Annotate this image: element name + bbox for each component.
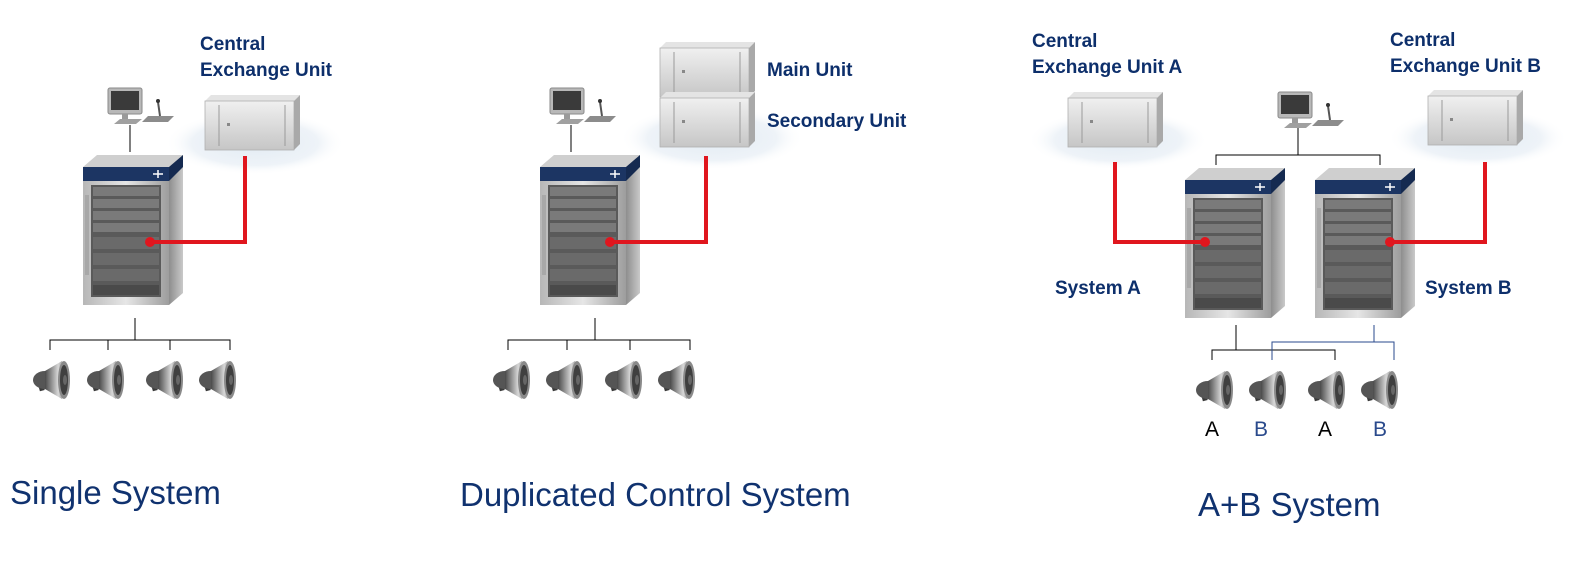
loudspeaker-icon bbox=[1361, 371, 1398, 409]
speaker-bus bbox=[49, 339, 231, 350]
signal-line bbox=[610, 156, 708, 244]
unit-b-label-line1: Central bbox=[1390, 30, 1456, 51]
exchange-unit-icon bbox=[659, 41, 756, 98]
exchange-unit-icon bbox=[1067, 91, 1164, 148]
secondary-unit-label: Secondary Unit bbox=[767, 111, 907, 132]
speaker-bus-a bbox=[1211, 349, 1336, 360]
loudspeaker-icon bbox=[1308, 371, 1345, 409]
loudspeaker-icon bbox=[1196, 371, 1233, 409]
exchange-unit-icon bbox=[1427, 89, 1524, 146]
duplicated-system-caption: Duplicated Control System bbox=[460, 476, 851, 513]
speaker-label-a1: A bbox=[1205, 418, 1220, 441]
exchange-unit-icon bbox=[659, 91, 756, 148]
signal-dot bbox=[145, 237, 155, 247]
loudspeaker-icon bbox=[605, 361, 642, 399]
speaker-label-b2: B bbox=[1373, 418, 1388, 441]
single-unit-label-line2: Exchange Unit bbox=[200, 60, 332, 81]
ab-system-group bbox=[1028, 89, 1568, 409]
loudspeaker-icon bbox=[1249, 371, 1286, 409]
loudspeaker-icon bbox=[493, 361, 530, 399]
speaker-bus-b bbox=[1271, 341, 1395, 360]
loudspeaker-icon bbox=[87, 361, 124, 399]
signal-line-b bbox=[1390, 162, 1487, 244]
station-bus bbox=[1215, 154, 1381, 165]
unit-b-label-line2: Exchange Unit B bbox=[1390, 56, 1541, 77]
loudspeaker-icon bbox=[33, 361, 70, 399]
duplicated-system-group bbox=[493, 41, 804, 399]
signal-dot bbox=[605, 237, 615, 247]
main-unit-label: Main Unit bbox=[767, 60, 853, 81]
monitor-microphone-icon bbox=[549, 87, 617, 125]
unit-a-label-line2: Exchange Unit A bbox=[1032, 57, 1183, 78]
speaker-label-b1: B bbox=[1254, 418, 1269, 441]
ab-system-caption: A+B System bbox=[1198, 486, 1381, 523]
system-a-label: System A bbox=[1055, 278, 1141, 299]
loudspeaker-icon bbox=[658, 361, 695, 399]
loudspeaker-icon bbox=[199, 361, 236, 399]
single-system-caption: Single System bbox=[10, 474, 221, 511]
speaker-bus bbox=[507, 339, 691, 350]
monitor-microphone-icon bbox=[1277, 91, 1345, 129]
monitor-microphone-icon bbox=[107, 87, 175, 125]
signal-line-a bbox=[1113, 162, 1205, 244]
signal-line bbox=[150, 156, 247, 244]
rack-cabinet-icon bbox=[539, 154, 641, 306]
unit-a-label-line1: Central bbox=[1032, 31, 1098, 52]
single-unit-label-line1: Central bbox=[200, 34, 266, 55]
exchange-unit-icon bbox=[204, 94, 301, 151]
single-system-group bbox=[33, 87, 345, 399]
loudspeaker-icon bbox=[146, 361, 183, 399]
rack-cabinet-icon bbox=[82, 154, 184, 306]
loudspeaker-icon bbox=[546, 361, 583, 399]
system-b-label: System B bbox=[1425, 278, 1512, 299]
speaker-label-a2: A bbox=[1318, 418, 1333, 441]
